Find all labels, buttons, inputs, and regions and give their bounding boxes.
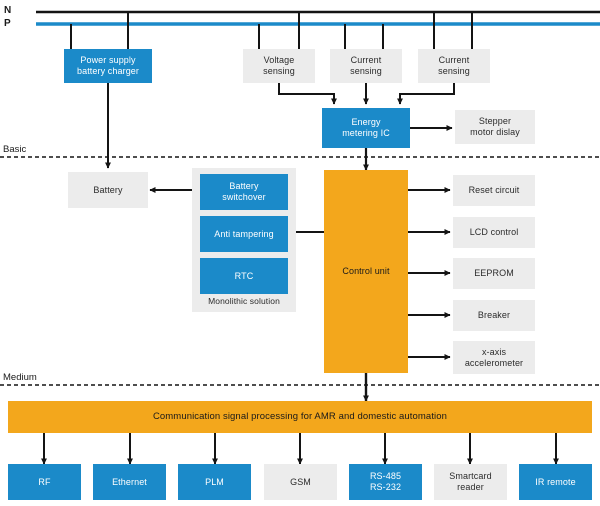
block-comm-output-ethernet[interactable]: Ethernet: [93, 464, 166, 500]
block-label: Control unit: [342, 266, 390, 277]
block-control-unit[interactable]: Control unit: [324, 170, 408, 373]
block-comm-output-ir-remote[interactable]: IR remote: [519, 464, 592, 500]
block-label: GSM: [290, 476, 311, 487]
block-communication-signal-processing[interactable]: Communication signal processing for AMR …: [8, 401, 592, 433]
block-anti-tampering[interactable]: Anti tampering: [200, 216, 288, 252]
block-power-supply-battery-charger[interactable]: Power supply battery charger: [64, 49, 152, 83]
block-label: Smartcard reader: [449, 471, 492, 492]
block-monolithic-solution-container: Battery switchover Anti tampering RTC Mo…: [192, 168, 296, 312]
block-x-axis-accelerometer[interactable]: x-axis accelerometer: [453, 341, 535, 374]
block-stepper-motor-display[interactable]: Stepper motor dislay: [455, 110, 535, 144]
block-comm-output-smartcard-reader[interactable]: Smartcard reader: [434, 464, 507, 500]
rail-label-p: P: [4, 18, 11, 29]
block-comm-output-plm[interactable]: PLM: [178, 464, 251, 500]
block-label: Battery: [93, 184, 123, 195]
block-label: EEPROM: [474, 268, 514, 279]
block-current-sensing-2[interactable]: Current sensing: [418, 49, 490, 83]
block-label: Power supply battery charger: [76, 55, 140, 76]
block-label: Communication signal processing for AMR …: [152, 411, 448, 423]
control-to-peripherals: [408, 187, 451, 360]
block-label: RF: [38, 476, 51, 487]
block-reset-circuit[interactable]: Reset circuit: [453, 175, 535, 206]
block-breaker[interactable]: Breaker: [453, 300, 535, 331]
block-label: Energy metering IC: [342, 117, 390, 138]
block-label: PLM: [205, 476, 224, 487]
block-label: Current sensing: [438, 55, 470, 76]
block-label: Ethernet: [112, 476, 147, 487]
tier-label-basic: Basic: [3, 144, 27, 155]
block-label: RS-485 RS-232: [369, 471, 402, 492]
block-label: Stepper motor dislay: [470, 116, 520, 137]
block-energy-metering-ic[interactable]: Energy metering IC: [322, 108, 410, 148]
block-label: Current sensing: [350, 55, 382, 76]
block-voltage-sensing[interactable]: Voltage sensing: [243, 49, 315, 83]
comm-bar-to-outputs: [41, 433, 559, 465]
block-comm-output-rf[interactable]: RF: [8, 464, 81, 500]
block-eeprom[interactable]: EEPROM: [453, 258, 535, 289]
block-current-sensing-1[interactable]: Current sensing: [330, 49, 402, 83]
block-label: Breaker: [477, 310, 511, 321]
block-label: Voltage sensing: [263, 55, 295, 76]
block-label: IR remote: [535, 476, 576, 487]
block-comm-output-rs485-rs232[interactable]: RS-485 RS-232: [349, 464, 422, 500]
block-comm-output-gsm[interactable]: GSM: [264, 464, 337, 500]
block-battery-switchover[interactable]: Battery switchover: [200, 174, 288, 210]
rail-label-n: N: [4, 5, 12, 16]
sensing-to-metering: [278, 83, 455, 105]
block-lcd-control[interactable]: LCD control: [453, 217, 535, 248]
tier-label-medium: Medium: [3, 372, 37, 383]
block-label: RTC: [234, 270, 254, 281]
block-label: x-axis accelerometer: [464, 346, 524, 368]
block-label: Reset circuit: [468, 185, 520, 196]
block-label: LCD control: [469, 227, 519, 238]
block-battery[interactable]: Battery: [68, 172, 148, 208]
block-label: Battery switchover: [222, 181, 266, 202]
rail-drop-lines: [70, 12, 473, 49]
monolithic-solution-caption: Monolithic solution: [208, 295, 280, 306]
block-label: Anti tampering: [214, 228, 274, 239]
block-rtc[interactable]: RTC: [200, 258, 288, 294]
